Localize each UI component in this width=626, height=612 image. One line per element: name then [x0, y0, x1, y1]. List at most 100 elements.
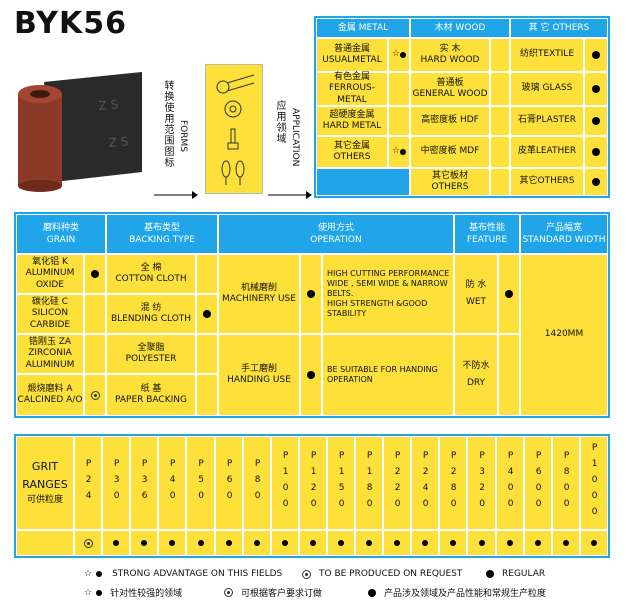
wood-mark: [490, 72, 510, 106]
backing-mark: [196, 374, 218, 416]
application-label-cn: 应用领域: [274, 100, 285, 144]
grit-mark: [74, 530, 102, 556]
arrow-right-icon: [268, 184, 312, 199]
dot-icon: [400, 52, 407, 58]
width-value: 1420MM: [520, 254, 608, 416]
header-wood: 木材 WOOD: [410, 18, 510, 38]
grit-value: P120: [299, 436, 327, 530]
dot-icon: [254, 540, 260, 546]
grit-value: P280: [439, 436, 467, 530]
header-others: 其 它 OTHERS: [510, 18, 608, 38]
metal-mark: [388, 72, 410, 106]
grit-mark: [102, 530, 130, 556]
abrasive-forms-icon: [216, 74, 255, 185]
other-mark: [584, 168, 608, 196]
dot-icon: [592, 117, 600, 125]
grit-mark: [158, 530, 186, 556]
legend-regular-cn: 产品涉及领域及产品性能和常规生产粒度: [368, 586, 546, 599]
wood-mark: [490, 38, 510, 72]
legend-regular: REGULAR: [486, 569, 545, 579]
svg-text:Z S: Z S: [108, 134, 129, 150]
grit-value: P50: [186, 436, 215, 530]
grit-label-mark: [16, 530, 74, 556]
metal-mark: ☆: [388, 38, 410, 72]
wood-mark: [490, 136, 510, 168]
product-title: BYK56: [14, 6, 127, 41]
dot-icon: [563, 540, 569, 546]
dot-icon: [307, 371, 315, 379]
dot-icon: [203, 310, 211, 318]
dot-icon: [592, 85, 600, 93]
ring-icon: [83, 538, 93, 548]
dot-icon: [282, 540, 288, 546]
ring-icon: [224, 588, 233, 597]
other-row: 石膏PLASTER: [510, 106, 584, 136]
backing-mark: [196, 334, 218, 374]
dot-icon: [535, 540, 541, 546]
dot-icon: [197, 540, 204, 546]
dot-icon: [592, 51, 600, 59]
dot-icon: [307, 290, 315, 298]
grain-mark: [84, 334, 106, 374]
dot-icon: [507, 540, 513, 546]
grit-mark: [383, 530, 411, 556]
other-mark: [584, 136, 608, 168]
grit-value: P80: [243, 436, 271, 530]
ring-icon: [302, 569, 311, 579]
wood-mark: [490, 106, 510, 136]
feature-mark: [498, 254, 520, 334]
dot-icon: [400, 149, 407, 155]
grit-value: P60: [215, 436, 243, 530]
legend-strong: ☆ STRONG ADVANTAGE ON THIS FIELDS: [84, 569, 283, 579]
feature-mark: [498, 334, 520, 416]
other-row: 玻璃 GLASS: [510, 72, 584, 106]
wood-row: 高密度板 HDF: [410, 106, 490, 136]
grit-mark: [299, 530, 327, 556]
other-mark: [584, 38, 608, 72]
star-icon: ☆: [391, 146, 401, 157]
grit-mark: [243, 530, 271, 556]
grit-value: P800: [552, 436, 580, 530]
grit-mark: [186, 530, 215, 556]
dot-icon: [91, 270, 99, 278]
metal-empty: [316, 168, 410, 196]
grain-mark: [84, 294, 106, 334]
grit-mark: [496, 530, 524, 556]
operation-mark: [300, 254, 322, 334]
other-mark: [584, 106, 608, 136]
grit-mark: [411, 530, 439, 556]
svg-text:Z S: Z S: [98, 97, 119, 113]
other-row: 其它OTHERS: [510, 168, 584, 196]
dot-icon: [310, 540, 316, 546]
grit-mark: [130, 530, 158, 556]
grit-value: P40: [158, 436, 186, 530]
dot-icon: [96, 571, 103, 577]
dot-icon: [141, 540, 147, 546]
header-metal: 金属 METAL: [316, 18, 410, 38]
star-icon: ☆: [84, 587, 93, 598]
forms-icon-box: [205, 64, 263, 194]
dot-icon: [368, 588, 376, 597]
grit-mark: [271, 530, 299, 556]
grain-mark: [84, 254, 106, 294]
grit-value: P240: [411, 436, 439, 530]
grit-value: P36: [130, 436, 158, 530]
legend-request-cn: 可根据客户要求订做: [224, 586, 322, 599]
grit-value: P220: [383, 436, 411, 530]
dot-icon: [394, 540, 400, 546]
